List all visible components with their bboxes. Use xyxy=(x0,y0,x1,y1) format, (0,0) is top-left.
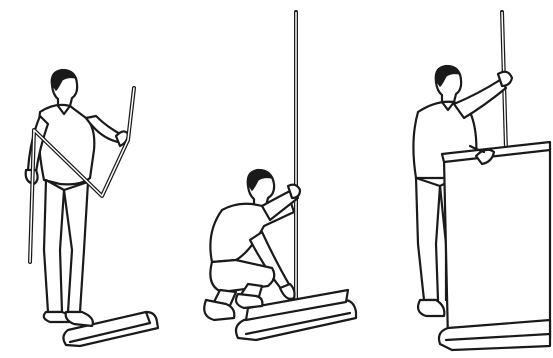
step-1-assemble-pole xyxy=(26,70,158,346)
step-3-hook-banner xyxy=(413,12,550,350)
banner-panel-step-3 xyxy=(442,142,550,340)
person-step-2 xyxy=(204,170,300,320)
person-step-1 xyxy=(26,70,128,326)
step-2-insert-pole xyxy=(204,12,356,340)
